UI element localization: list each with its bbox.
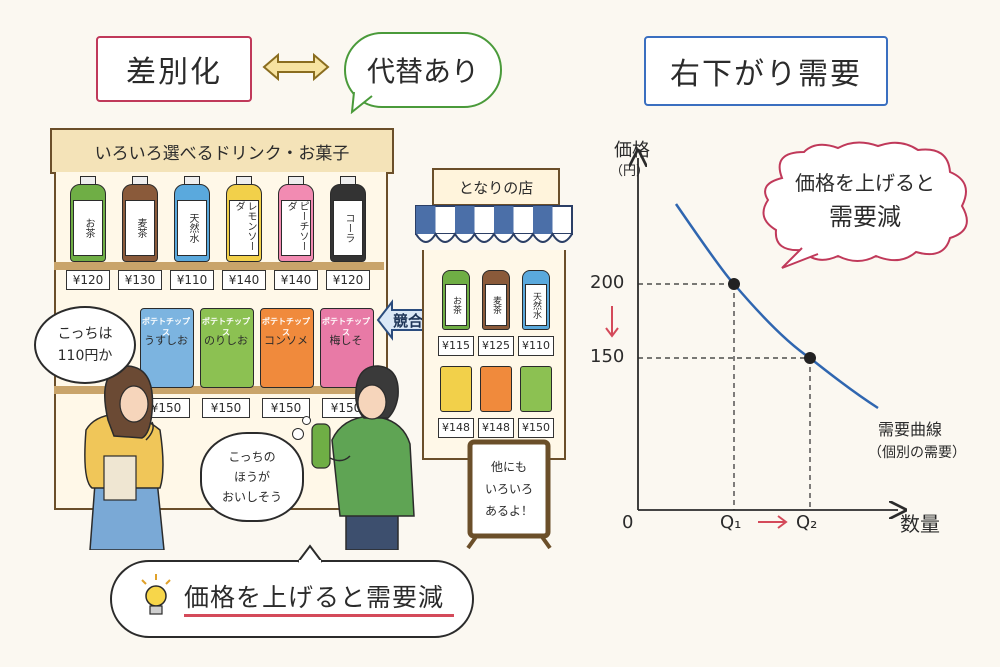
board-line-2: いろいろ bbox=[484, 482, 533, 496]
drink-price: ¥120 bbox=[326, 270, 370, 290]
neighbor-drink-price: ¥110 bbox=[518, 336, 554, 356]
neighbor-bottle-label: 天然水 bbox=[525, 284, 547, 326]
lightbulb-icon bbox=[141, 574, 171, 615]
differentiation-tag: 差別化 bbox=[96, 36, 252, 102]
callout-text: 価格を上げると 需要減 bbox=[770, 166, 960, 234]
shop-roof: いろいろ選べるドリンク・お菓子 bbox=[50, 128, 394, 174]
demand-point bbox=[728, 278, 740, 290]
woman-speech-line-1: こっちは bbox=[57, 326, 113, 342]
y-tick-150: 150 bbox=[590, 346, 625, 367]
man-thought-bubble: こっちの ほうが おいしそう bbox=[200, 432, 304, 522]
thought-dot-1 bbox=[292, 428, 304, 440]
price-down-arrow-icon bbox=[605, 306, 619, 338]
neighbor-snack-bag bbox=[480, 366, 512, 412]
snack-price: ¥150 bbox=[202, 398, 250, 418]
neighbor-snack-price: ¥148 bbox=[478, 418, 514, 438]
drink-label: コーラ bbox=[333, 200, 363, 256]
snack-flavor: 梅しそ bbox=[329, 334, 363, 347]
neighbor-awning bbox=[415, 205, 573, 243]
drink-shelf bbox=[54, 262, 384, 270]
substitute-bubble: 代替あり bbox=[344, 32, 502, 108]
drink-price: ¥140 bbox=[222, 270, 266, 290]
snack-brand: ポテトチップス bbox=[142, 317, 190, 337]
drink-label: 麦茶 bbox=[125, 200, 155, 256]
neighbor-snack-bag bbox=[440, 366, 472, 412]
drink-label: 天然水 bbox=[177, 200, 207, 256]
y-axis-label: 価格 bbox=[614, 140, 650, 161]
snack-price: ¥150 bbox=[262, 398, 310, 418]
snack-flavor: コンソメ bbox=[264, 334, 308, 347]
downward-demand-tag: 右下がり需要 bbox=[644, 36, 888, 106]
drink-label: レモンソーダ bbox=[229, 200, 259, 256]
thought-dot-2 bbox=[302, 416, 311, 425]
snack-bag bbox=[200, 308, 254, 388]
x-axis-label: 数量 bbox=[900, 512, 940, 536]
woman-speech-bubble: こっちは 110円か bbox=[34, 306, 136, 384]
callout-line-1: 価格を上げると bbox=[795, 171, 935, 195]
man-thought-line-1: こっちの bbox=[228, 450, 276, 464]
neighbor-snack-bag bbox=[520, 366, 552, 412]
origin-label: 0 bbox=[622, 512, 634, 533]
demand-point bbox=[804, 352, 816, 364]
neighbor-bottle-label: 麦茶 bbox=[485, 284, 507, 326]
drink-price: ¥130 bbox=[118, 270, 162, 290]
demand-chart bbox=[605, 118, 980, 529]
snack-price: ¥150 bbox=[142, 398, 190, 418]
substitute-text: 代替あり bbox=[366, 55, 479, 88]
series-name: 需要曲線 bbox=[878, 420, 943, 439]
neighbor-snack-price: ¥150 bbox=[518, 418, 554, 438]
x-tick-q1: Q₁ bbox=[720, 512, 742, 533]
drink-label: ピーチソーダ bbox=[281, 200, 311, 256]
snack-brand: ポテトチップス bbox=[202, 317, 250, 337]
left-shop-sign: いろいろ選べるドリンク・お菓子 bbox=[94, 143, 350, 164]
snack-bag bbox=[320, 308, 374, 388]
neighbor-bottle-label: お茶 bbox=[445, 284, 467, 326]
woman-figure bbox=[84, 365, 165, 550]
bottom-note-text: 価格を上げると需要減 bbox=[184, 583, 445, 612]
drink-price: ¥140 bbox=[274, 270, 318, 290]
callout-line-2: 需要減 bbox=[829, 203, 901, 231]
man-thought-line-2: ほうが bbox=[233, 470, 270, 484]
drink-label: お茶 bbox=[73, 200, 103, 256]
snack-brand: ポテトチップス bbox=[322, 317, 370, 337]
snack-shelf bbox=[54, 386, 384, 394]
quantity-right-arrow-icon bbox=[758, 515, 788, 529]
y-tick-200: 200 bbox=[590, 272, 625, 293]
neighbor-sign: となりの店 bbox=[432, 168, 560, 206]
man-figure bbox=[311, 365, 415, 550]
board-text: 他にも いろいろ あるよ！ bbox=[474, 456, 544, 522]
y-axis-unit: （円） bbox=[610, 164, 650, 179]
easel-board bbox=[466, 439, 552, 550]
neighbor-drink-price: ¥125 bbox=[478, 336, 514, 356]
neighbor-sign-text: となりの店 bbox=[458, 178, 534, 197]
downward-demand-text: 右下がり需要 bbox=[670, 57, 862, 92]
board-line-1: 他にも bbox=[490, 460, 527, 474]
bottom-note bbox=[110, 560, 474, 638]
demand-curve bbox=[674, 203, 879, 410]
snack-bag bbox=[140, 308, 194, 388]
snack-bag bbox=[260, 308, 314, 388]
drink-price: ¥110 bbox=[170, 270, 214, 290]
snack-flavor: うすしお bbox=[144, 334, 188, 347]
x-tick-q2: Q₂ bbox=[796, 512, 818, 533]
neighbor-snack-price: ¥148 bbox=[438, 418, 474, 438]
competition-label: 競合 bbox=[392, 312, 423, 330]
neighbor-drink-price: ¥115 bbox=[438, 336, 474, 356]
bottom-note-tail bbox=[297, 544, 323, 564]
bubble-tail bbox=[350, 92, 373, 114]
bottom-note-underline bbox=[184, 614, 454, 617]
man-thought-line-3: おいしそう bbox=[221, 490, 282, 504]
snack-flavor: のりしお bbox=[204, 334, 248, 347]
double-arrow-icon bbox=[262, 52, 330, 82]
snack-brand: ポテトチップス bbox=[262, 317, 310, 337]
drink-price: ¥120 bbox=[66, 270, 110, 290]
callout-cloud bbox=[762, 141, 968, 269]
board-line-3: あるよ！ bbox=[484, 504, 533, 518]
series-note: （個別の需要） bbox=[868, 445, 966, 461]
woman-speech-line-2: 110円か bbox=[57, 348, 113, 364]
differentiation-text: 差別化 bbox=[126, 55, 222, 90]
